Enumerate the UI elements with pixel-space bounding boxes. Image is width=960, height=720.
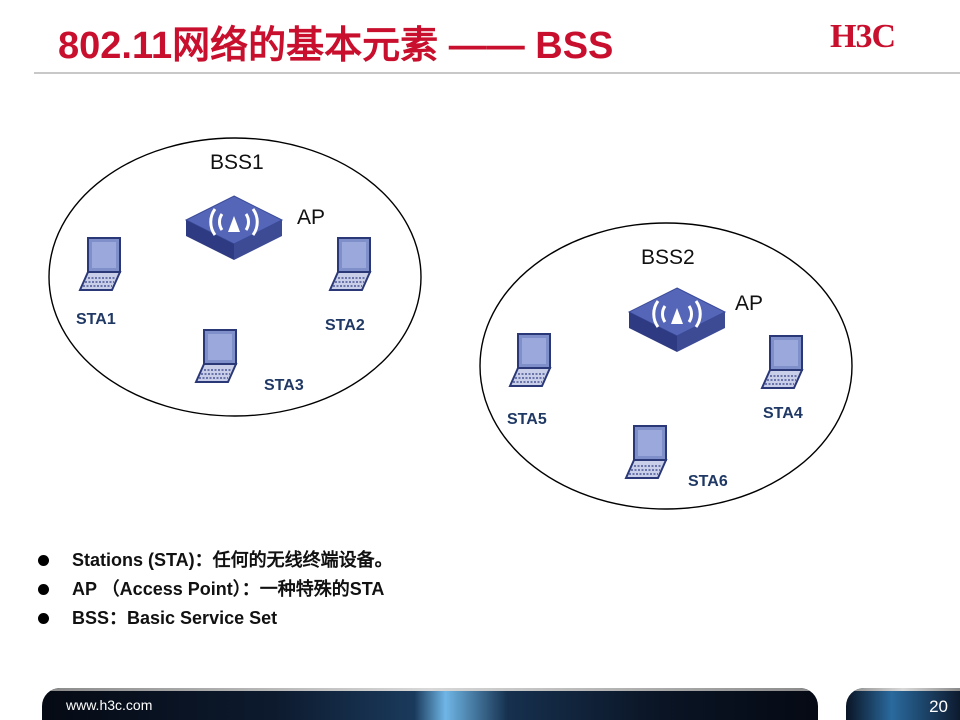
bss1-ap-label: AP <box>297 206 326 229</box>
bullet-item: Stations (STA)：任何的无线终端设备。 <box>38 546 393 575</box>
page-number: 20 <box>929 697 948 716</box>
sta2-label: STA2 <box>325 317 365 334</box>
bullet-dot-icon <box>38 555 49 566</box>
bullet-list: Stations (STA)：任何的无线终端设备。 AP （Access Poi… <box>38 546 393 633</box>
sta4-laptop-icon <box>761 335 803 389</box>
footer-bar: www.h3c.com <box>42 688 818 720</box>
h3c-logo: H3C <box>830 18 896 55</box>
bullet-item: BSS：Basic Service Set <box>38 604 393 633</box>
title-divider <box>34 72 960 74</box>
sta5-label: STA5 <box>507 411 547 428</box>
sta2-laptop-icon <box>329 237 371 291</box>
bullet-item: AP （Access Point）：一种特殊的STA <box>38 575 393 604</box>
bss1-boundary <box>48 137 422 417</box>
footer-url-link[interactable]: www.h3c.com <box>66 697 153 713</box>
bss1-ap-icon <box>184 194 284 262</box>
slide-title: 802.11网络的基本元素 —— BSS <box>58 25 614 67</box>
bullet-text: AP （Access Point）：一种特殊的STA <box>72 579 385 599</box>
sta1-label: STA1 <box>76 311 116 328</box>
sta5-laptop-icon <box>509 333 551 387</box>
bullet-text: Stations (STA)：任何的无线终端设备。 <box>72 550 393 570</box>
sta3-label: STA3 <box>264 377 304 394</box>
bullet-text: BSS：Basic Service Set <box>72 608 278 628</box>
sta1-laptop-icon <box>79 237 121 291</box>
sta4-label: STA4 <box>763 405 803 422</box>
bullet-dot-icon <box>38 584 49 595</box>
bss1-label: BSS1 <box>210 151 264 174</box>
bullet-dot-icon <box>38 613 49 624</box>
sta3-laptop-icon <box>195 329 237 383</box>
sta6-laptop-icon <box>625 425 667 479</box>
bss2-ap-icon <box>627 286 727 354</box>
sta6-label: STA6 <box>688 473 728 490</box>
footer-page-tab: 20 <box>846 688 960 720</box>
bss2-ap-label: AP <box>735 292 764 315</box>
bss2-label: BSS2 <box>641 246 695 269</box>
bss2-boundary <box>479 222 853 510</box>
